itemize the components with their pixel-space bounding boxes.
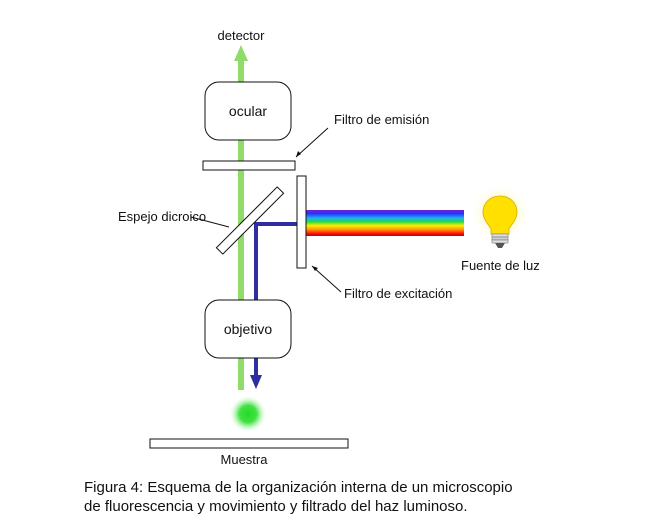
detector-label: detector: [218, 28, 266, 43]
sample-glow: [229, 395, 267, 433]
excitation-filter: [296, 175, 307, 269]
dichroic-mirror-label: Espejo dicroico: [118, 209, 206, 224]
caption-line-1: Figura 4: Esquema de la organización int…: [84, 479, 513, 496]
ocular-label: ocular: [229, 103, 267, 119]
emission-filter-pointer: [295, 127, 329, 158]
objective-box: [204, 299, 292, 359]
sample-plate: [149, 438, 349, 449]
dichroic-mirror-pointer: [190, 216, 230, 228]
sample-label: Muestra: [221, 452, 269, 467]
caption-line-2: de fluorescencia y movimiento y filtrado…: [84, 498, 468, 515]
emission-filter-label: Filtro de emisión: [334, 112, 429, 127]
excitation-filter-label: Filtro de excitación: [344, 286, 452, 301]
excitation-filter-pointer: [311, 265, 342, 293]
objective-label: objetivo: [224, 321, 272, 337]
light-source-label: Fuente de luz: [461, 258, 540, 273]
figure-caption: Figura 4: Esquema de la organización int…: [84, 478, 624, 516]
dichroic-mirror: [215, 186, 285, 255]
spectrum-beam: [306, 210, 464, 236]
ocular-box: [204, 81, 292, 141]
emission-filter: [202, 160, 296, 171]
light-bulb-icon: [470, 183, 530, 248]
